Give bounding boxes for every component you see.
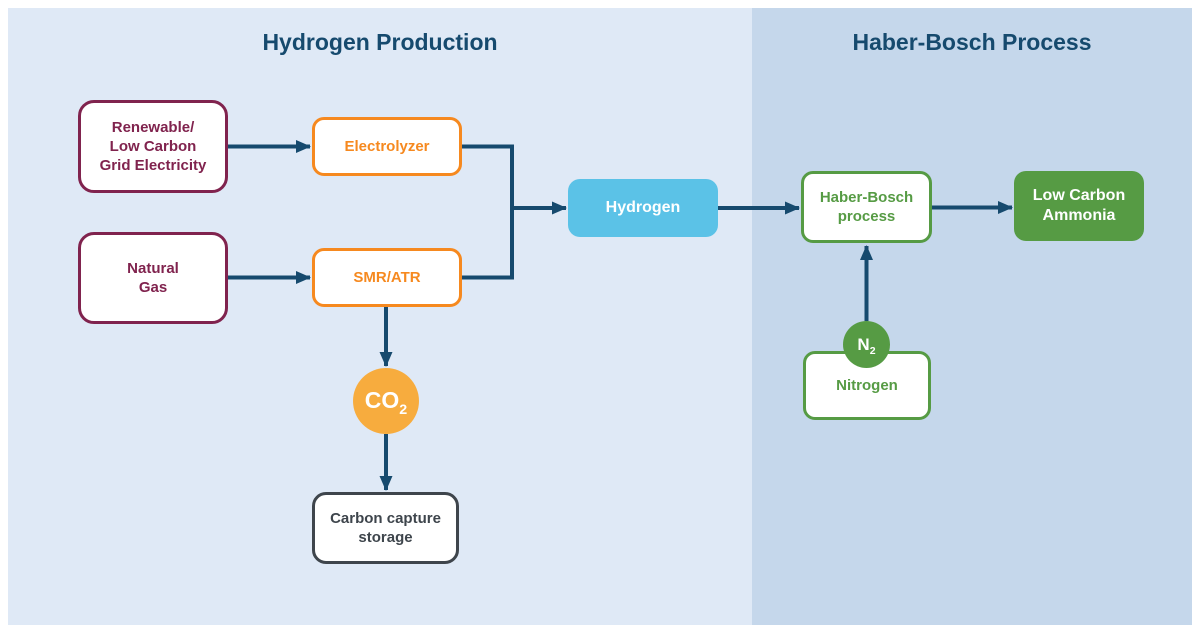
node-electrolyzer: Electrolyzer bbox=[312, 117, 462, 176]
co2-label: CO2 bbox=[364, 387, 408, 418]
node-natural-gas: Natural Gas bbox=[78, 232, 228, 324]
section-title-haber-bosch-process: Haber-Bosch Process bbox=[852, 29, 1092, 55]
node-low-carbon-ammonia: Low Carbon Ammonia bbox=[1014, 171, 1144, 241]
node-n2: N2 bbox=[843, 321, 890, 368]
section-haber-bosch-process: Haber-Bosch Process bbox=[752, 8, 1192, 625]
n2-label: N2 bbox=[857, 334, 876, 357]
node-haber-bosch-process: Haber-Bosch process bbox=[801, 171, 932, 243]
section-title-hydrogen-production: Hydrogen Production bbox=[262, 29, 498, 55]
node-co2: CO2 bbox=[353, 368, 419, 434]
node-smr-atr: SMR/ATR bbox=[312, 248, 462, 307]
node-renewable-electricity: Renewable/ Low Carbon Grid Electricity bbox=[78, 100, 228, 193]
node-carbon-capture-storage: Carbon capture storage bbox=[312, 492, 459, 564]
node-hydrogen: Hydrogen bbox=[568, 179, 718, 237]
